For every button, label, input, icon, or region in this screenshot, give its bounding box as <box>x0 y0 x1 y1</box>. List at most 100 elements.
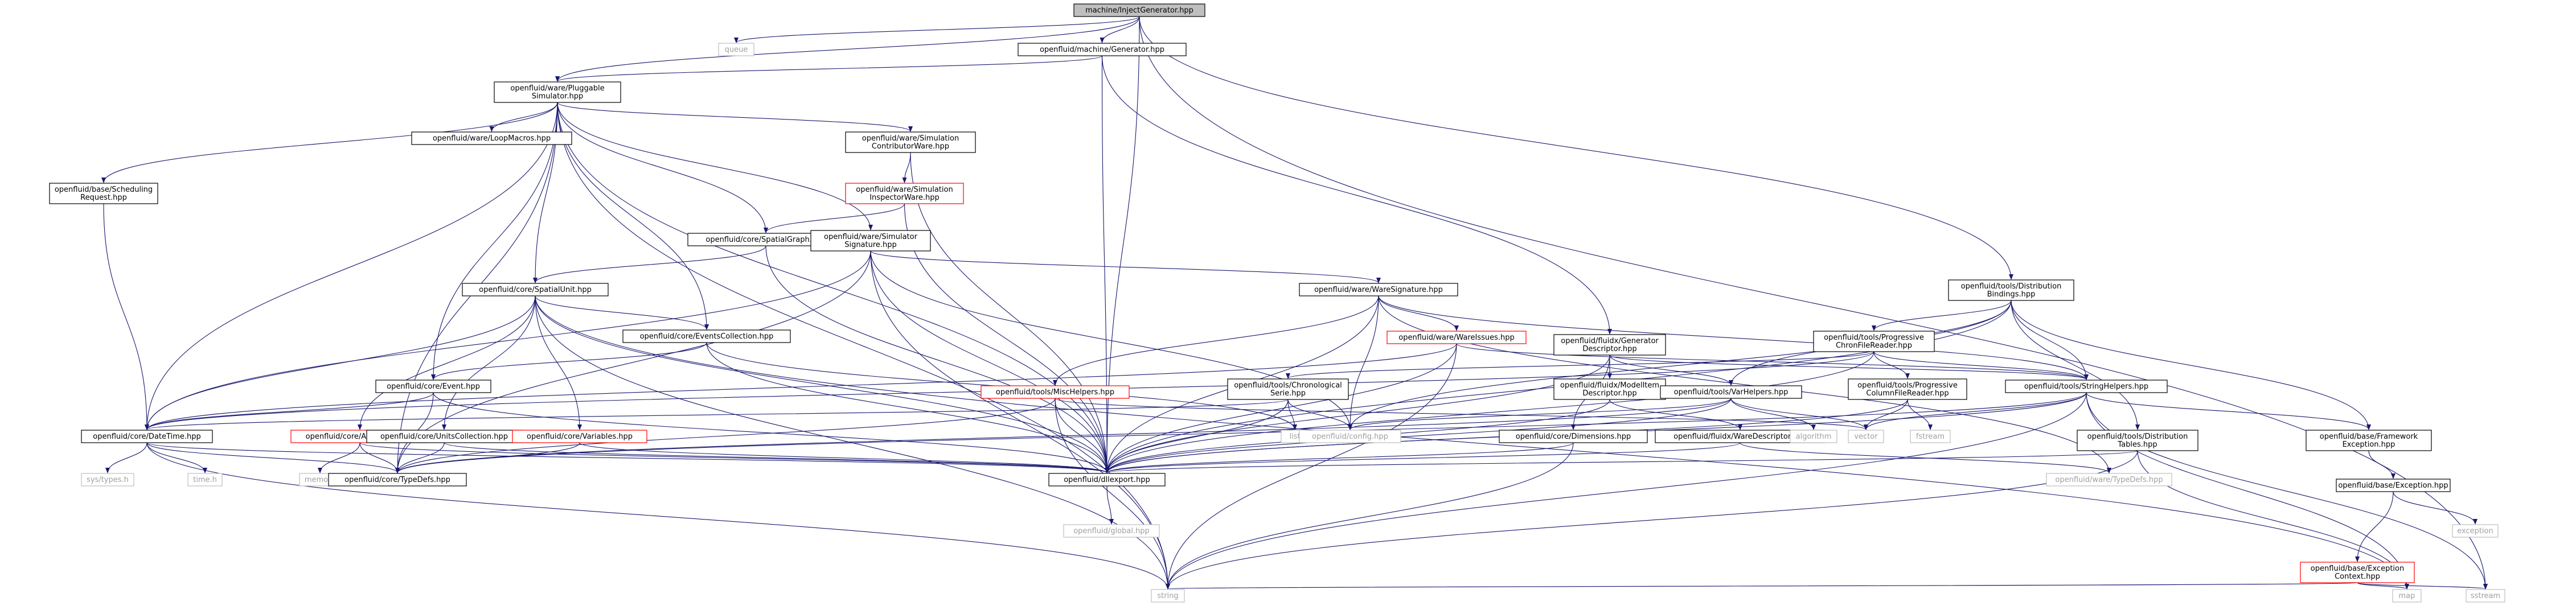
node-eventscoll[interactable]: openfluid/core/EventsCollection.hpp <box>622 329 791 343</box>
edge-progchron-to-stringhelpers <box>1873 351 2089 380</box>
edge-dimensions-to-string <box>1166 442 1574 589</box>
node-generator[interactable]: openfluid/machine/Generator.hpp <box>1018 43 1187 56</box>
node-box <box>1151 589 1185 603</box>
node-global: openfluid/global.hpp <box>1063 524 1160 538</box>
node-stringhelpers[interactable]: openfluid/tools/StringHelpers.hpp <box>2005 380 2168 393</box>
node-label: Descriptor.hpp <box>1582 389 1636 398</box>
edge-datetime-to-string <box>146 442 1170 589</box>
node-label: Signature.hpp <box>844 241 897 249</box>
node-loopmacros[interactable]: openfluid/ware/LoopMacros.hpp <box>411 131 572 145</box>
node-box <box>2300 562 2415 583</box>
node-box <box>462 283 609 296</box>
node-exception[interactable]: openfluid/base/Exception.hpp <box>2336 479 2451 492</box>
node-label: time.h <box>193 476 217 484</box>
node-string: string <box>1151 589 1185 603</box>
node-box <box>1048 473 1166 487</box>
edge-waredesc-to-waretypedefs <box>1740 442 2111 473</box>
node-label: openfluid/ware/LoopMacros.hpp <box>433 134 551 143</box>
node-label: openfluid/tools/Distribution <box>2087 432 2188 441</box>
node-waretypedefs: openfluid/ware/TypeDefs.hpp <box>2046 473 2172 487</box>
edge-siminspect-to-spatialgraph <box>764 203 905 233</box>
node-label: exception <box>2457 527 2493 535</box>
edge-varhelpers-to-coretypedefs <box>395 398 1732 473</box>
edge-attributes-to-dllexport <box>359 442 1109 473</box>
node-variables[interactable]: openfluid/core/Variables.hpp <box>512 430 647 443</box>
node-simcontrib[interactable]: openfluid/ware/SimulationContributorWare… <box>845 131 976 153</box>
edge-spatialunit-to-dllexport <box>535 295 1109 473</box>
edge-gendesc-to-stringhelpers <box>1609 354 2089 380</box>
edge-waresig-to-config <box>1348 295 1379 430</box>
node-label: fstream <box>1916 432 1945 441</box>
node-box <box>2392 589 2422 603</box>
edge-varhelpers-to-algorithm <box>1730 398 1816 430</box>
edge-progchron-to-progcol <box>1873 351 1910 379</box>
node-dllexport[interactable]: openfluid/dllexport.hpp <box>1048 473 1166 487</box>
edge-variables-to-dllexport <box>579 442 1109 473</box>
node-label: vector <box>1854 432 1878 441</box>
dependency-edges <box>101 16 2488 589</box>
node-waredesc[interactable]: openfluid/fluidx/WareDescriptor.hpp <box>1655 430 1826 443</box>
edge-wareissues-to-stringhelpers <box>1456 343 2089 380</box>
edge-gendesc-to-varhelpers <box>1609 354 1733 386</box>
edge-datetime-to-dllexport <box>146 442 1109 473</box>
node-label: openfluid/tools/Progressive <box>1857 381 1958 390</box>
node-box <box>1299 430 1401 443</box>
node-label: Tables.hpp <box>2117 440 2157 449</box>
edge-exception-to-exceptionstd <box>2393 491 2477 525</box>
edge-exccontext-to-sstream <box>2357 582 2488 589</box>
node-box <box>411 131 572 145</box>
node-box <box>1848 378 1967 400</box>
edge-disttables-to-string <box>1166 450 2138 589</box>
node-label: ContributorWare.hpp <box>872 142 949 151</box>
node-waresig[interactable]: openfluid/ware/WareSignature.hpp <box>1299 283 1458 296</box>
node-label: openfluid/config.hpp <box>1312 432 1388 441</box>
node-spatialgraph[interactable]: openfluid/core/SpatialGraph.hpp <box>687 233 844 246</box>
node-label: openfluid/ware/TypeDefs.hpp <box>2055 476 2163 484</box>
node-label: openfluid/core/Variables.hpp <box>527 432 633 441</box>
edge-attributes-to-memory <box>318 442 360 473</box>
node-datetime[interactable]: openfluid/core/DateTime.hpp <box>81 430 213 443</box>
node-root[interactable]: machine/InjectGenerator.hpp <box>1073 3 1205 17</box>
node-sstream: sstream <box>2466 589 2505 603</box>
node-box <box>2046 473 2172 487</box>
node-varhelpers[interactable]: openfluid/tools/VarHelpers.hpp <box>1660 385 1802 399</box>
node-label: openfluid/core/Dimensions.hpp <box>1516 432 1631 441</box>
edge-progchron-to-dllexport <box>1105 351 1874 473</box>
node-spatialunit[interactable]: openfluid/core/SpatialUnit.hpp <box>462 283 609 296</box>
node-label: openfluid/tools/Progressive <box>1824 333 1924 342</box>
node-dimensions[interactable]: openfluid/core/Dimensions.hpp <box>1499 430 1648 443</box>
edge-root-to-distbind <box>1139 16 2013 280</box>
node-progchron[interactable]: openfluid/tools/ProgressiveChronFileRead… <box>1813 331 1935 352</box>
node-algorithm: algorithm <box>1790 430 1837 443</box>
edge-chronoserie-to-datetime <box>145 399 1289 430</box>
node-label: Context.hpp <box>2335 572 2380 581</box>
node-unitscoll[interactable]: openfluid/core/UnitsCollection.hpp <box>366 430 522 443</box>
node-box <box>1813 331 1935 352</box>
edge-progcol-to-fstream <box>1907 399 1933 430</box>
node-box <box>718 43 754 56</box>
node-wareissues[interactable]: openfluid/ware/WareIssues.hpp <box>1387 331 1527 344</box>
edge-distbind-to-fwexception <box>2011 300 2371 430</box>
node-event[interactable]: openfluid/core/Event.hpp <box>375 380 491 393</box>
edge-simsig-to-waresig <box>870 250 1381 283</box>
node-box <box>810 230 931 252</box>
edge-spatialunit-to-unitscoll <box>442 295 536 430</box>
node-coretypedefs[interactable]: openfluid/core/TypeDefs.hpp <box>328 473 467 487</box>
node-box <box>1499 430 1648 443</box>
edge-gendesc-to-dllexport <box>1105 354 1610 473</box>
node-progcol[interactable]: openfluid/tools/ProgressiveColumnFileRea… <box>1848 378 1967 400</box>
node-label: machine/InjectGenerator.hpp <box>1085 6 1193 15</box>
node-siminspect[interactable]: openfluid/ware/SimulationInspectorWare.h… <box>845 183 964 204</box>
node-mischelpers[interactable]: openfluid/tools/MiscHelpers.hpp <box>981 385 1130 399</box>
edge-root-to-queue <box>734 16 1140 43</box>
